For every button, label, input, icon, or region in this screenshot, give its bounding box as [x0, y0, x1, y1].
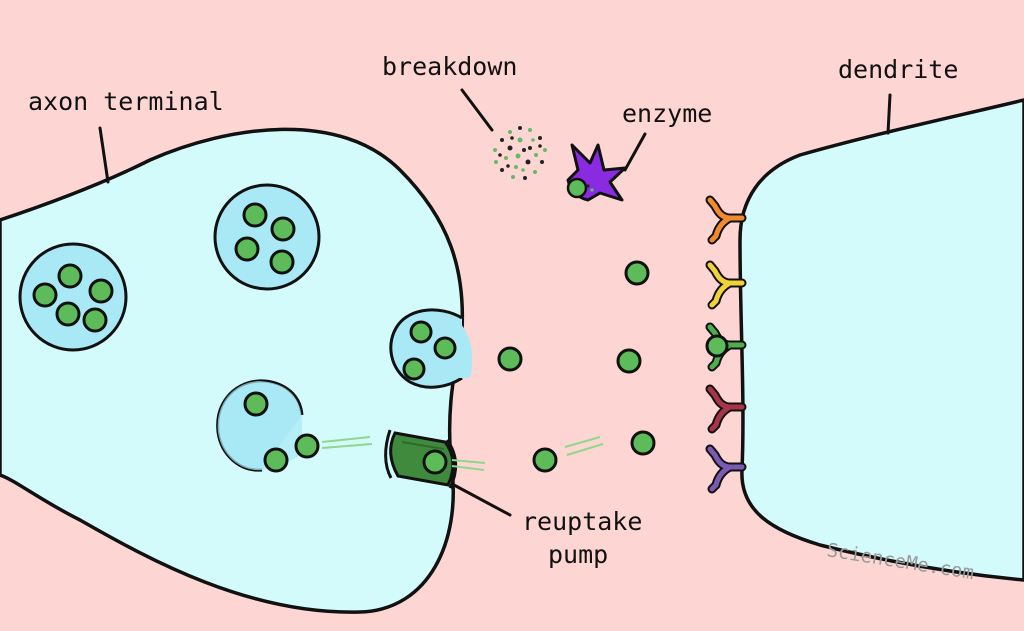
reuptake-pump [384, 429, 486, 489]
neurotransmitter [497, 346, 523, 372]
breakdown-leader [460, 88, 494, 132]
enzyme [566, 143, 627, 202]
axon-terminal-leader [98, 126, 110, 184]
fusing-vesicle [389, 308, 473, 389]
reuptake-label-line2: pump [548, 540, 608, 569]
motion-line [321, 436, 371, 443]
receptor-yellow [705, 260, 747, 310]
motion-line [566, 443, 604, 456]
reuptake-leader [452, 483, 512, 517]
receptor-orange [705, 195, 747, 245]
dendrite [738, 98, 1024, 582]
vesicle [213, 183, 321, 291]
receptor-green [705, 322, 747, 372]
receptor-purple [705, 444, 747, 494]
motion-line [564, 436, 601, 448]
neurotransmitter [616, 348, 642, 374]
neurotransmitter [624, 260, 650, 286]
recycling-vesicle [216, 379, 304, 473]
axon-terminal [0, 127, 465, 614]
enzyme-leader [623, 132, 647, 172]
neurotransmitter [532, 447, 558, 473]
breakdown-particles [493, 126, 547, 180]
vesicle [18, 242, 128, 352]
neurotransmitter [294, 433, 320, 459]
dendrite-label: dendrite [838, 55, 958, 84]
axon-terminal-label: axon terminal [28, 87, 224, 116]
receptor-red [705, 384, 747, 434]
reuptake-label-line1: reuptake [522, 507, 642, 536]
dendrite-leader [886, 93, 892, 135]
breakdown-label: breakdown [382, 52, 517, 81]
neurotransmitter [630, 430, 656, 456]
motion-line [321, 443, 373, 449]
enzyme-label: enzyme [622, 99, 712, 128]
